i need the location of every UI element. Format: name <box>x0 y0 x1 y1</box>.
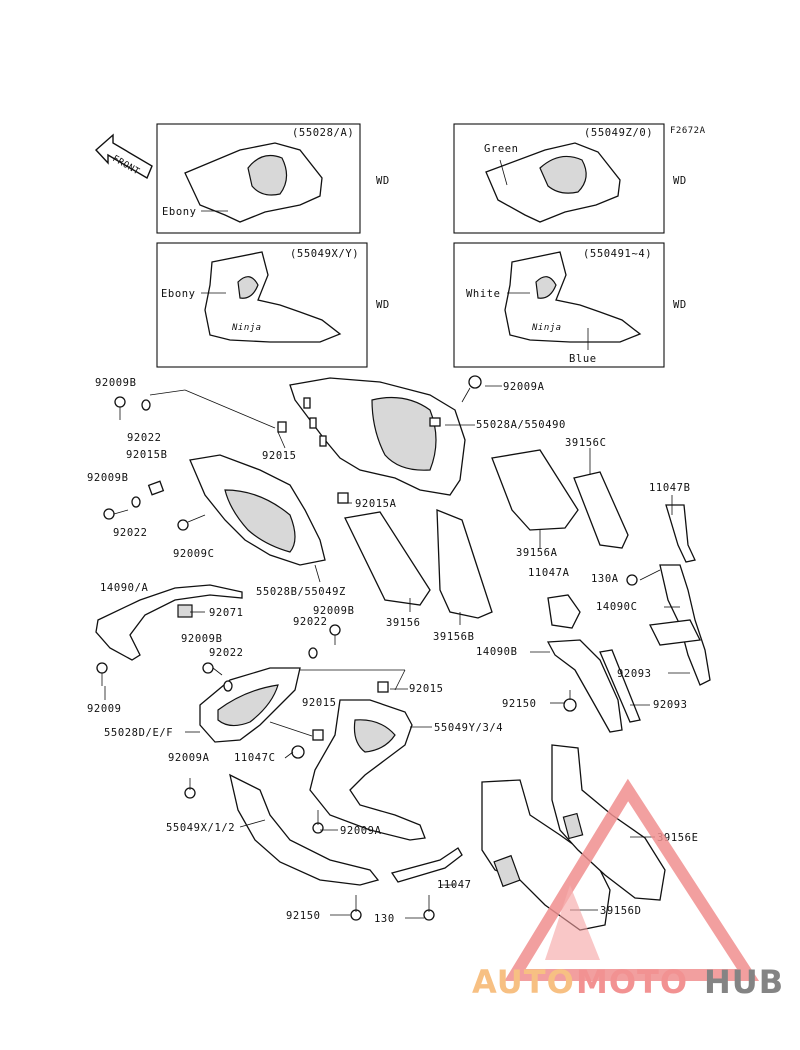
label-92071: 92071 <box>209 607 244 619</box>
variant-box-3: (55049X/Y) Ebony WD Ninja <box>156 242 390 368</box>
label-55028B-55049Z: 55028B/55049Z <box>256 586 346 598</box>
label-92150-1: 92150 <box>502 698 537 710</box>
variant-suffix-2: WD <box>673 175 687 187</box>
label-92009A-2: 92009A <box>168 752 210 764</box>
variant-box-2: (55049Z/0) Green WD <box>453 123 687 234</box>
label-92093-1: 92093 <box>617 668 652 680</box>
label-11047A: 11047A <box>528 567 570 579</box>
label-92009C: 92009C <box>173 548 215 560</box>
ninja-decal-1: Ninja <box>231 323 262 333</box>
variant-color-1: Ebony <box>162 206 197 218</box>
variant-code-3: (55049X/Y) <box>290 248 359 260</box>
rear-brackets-part <box>546 504 711 733</box>
label-92015B: 92015B <box>126 449 168 461</box>
variant-box-1: (55028/A) Ebony WD <box>156 123 390 234</box>
label-92015-2: 92015 <box>302 697 337 709</box>
label-92015A: 92015A <box>355 498 397 510</box>
variant-code-4: (550491~4) <box>583 248 652 260</box>
label-92009A-1: 92009A <box>503 381 545 393</box>
ninja-decal-2: Ninja <box>531 323 562 333</box>
variant-color-4a: White <box>466 288 501 300</box>
label-11047: 11047 <box>437 879 472 891</box>
label-39156A: 39156A <box>516 547 558 559</box>
lower-duct-part <box>199 667 301 743</box>
label-92022-3: 92022 <box>293 616 328 628</box>
front-arrow-icon: FRONT <box>95 133 153 180</box>
leader-lines <box>104 385 690 919</box>
label-92022-2: 92022 <box>113 527 148 539</box>
part-labels: 92009B 92022 92015B 92009B 92022 92009C … <box>87 377 698 925</box>
label-130: 130 <box>374 913 395 925</box>
upper-fairing-part <box>289 377 466 496</box>
label-39156C: 39156C <box>565 437 607 449</box>
label-92093-2: 92093 <box>653 699 688 711</box>
variant-color-3: Ebony <box>161 288 196 300</box>
variant-box-4: (550491~4) White Blue WD Ninja <box>453 242 687 368</box>
fastener-icons <box>96 375 638 921</box>
label-14090B: 14090B <box>476 646 518 658</box>
label-39156D: 39156D <box>600 905 642 917</box>
watermark-text-moto: MOTO <box>576 963 688 1001</box>
label-92009B-1: 92009B <box>95 377 137 389</box>
label-92009B-3: 92009B <box>313 605 355 617</box>
bracket-14090-part <box>95 584 243 661</box>
label-92022-1: 92022 <box>127 432 162 444</box>
label-39156B: 39156B <box>433 631 475 643</box>
label-14090A: 14090/A <box>100 582 149 594</box>
label-92015-3: 92015 <box>409 683 444 695</box>
lower-cowl-left-part <box>229 773 380 886</box>
inner-side-panel-part <box>189 454 326 566</box>
variant-code-2: (55049Z/0) <box>584 127 653 139</box>
variant-color-4b: Blue <box>569 353 597 365</box>
label-14090C: 14090C <box>596 601 638 613</box>
label-55028DEF: 55028D/E/F <box>104 727 173 739</box>
label-92022-4: 92022 <box>209 647 244 659</box>
variant-color-2: Green <box>484 143 519 155</box>
label-92009: 92009 <box>87 703 122 715</box>
label-92009A-3: 92009A <box>340 825 382 837</box>
watermark-text-hub: HUB <box>704 963 784 1001</box>
label-55049X-1-2: 55049X/1/2 <box>166 822 235 834</box>
label-130A: 130A <box>591 573 619 585</box>
lower-cowl-right-part <box>309 699 426 841</box>
watermark-text-auto: AUTO <box>472 963 575 1001</box>
variant-suffix-3: WD <box>376 299 390 311</box>
label-11047B: 11047B <box>649 482 691 494</box>
label-92015-1: 92015 <box>262 450 297 462</box>
label-11047C: 11047C <box>234 752 276 764</box>
pad-parts-center <box>344 449 629 619</box>
label-55049Y-3-4: 55049Y/3/4 <box>434 722 503 734</box>
label-92009B-4: 92009B <box>181 633 223 645</box>
label-92009B-2: 92009B <box>87 472 129 484</box>
label-55028A-550490: 55028A/550490 <box>476 419 566 431</box>
label-39156: 39156 <box>386 617 421 629</box>
variant-code-1: (55028/A) <box>292 127 354 139</box>
label-92150-2: 92150 <box>286 910 321 922</box>
variant-suffix-1: WD <box>376 175 390 187</box>
figure-code: F2672A <box>670 126 706 136</box>
watermark-logo: AUTO MOTO HUB <box>472 778 784 1001</box>
variant-suffix-4: WD <box>673 299 687 311</box>
